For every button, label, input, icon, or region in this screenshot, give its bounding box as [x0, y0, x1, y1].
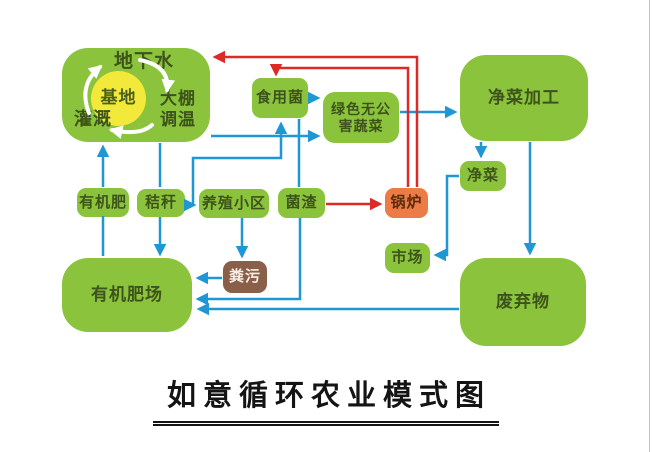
node-boiler: 锅炉 [385, 188, 428, 218]
base-circle-label: 基地 [100, 88, 137, 108]
node-manure: 粪污 [223, 261, 267, 293]
node-manure-label: 粪污 [228, 268, 261, 285]
node-straw-label: 秸秆 [144, 194, 177, 211]
node-clean-vegetables: 净菜 [460, 161, 506, 191]
node-fungi-residue: 菌渣 [278, 188, 325, 218]
node-market-label: 市场 [391, 249, 424, 266]
node-organic-fertilizer-label: 有机肥 [78, 193, 127, 211]
node-boiler-label: 锅炉 [390, 194, 423, 211]
node-organic-fertilizer-plant: 有机肥场 [62, 258, 192, 332]
node-base-cycle: 地下水 基地 大棚 调温 灌溉 [62, 48, 210, 142]
node-waste-label: 废弃物 [496, 291, 550, 311]
diagram-title: 如意循环农业模式图 [0, 372, 652, 426]
diagram-title-text: 如意循环农业模式图 [152, 372, 499, 426]
node-green-vegetables: 绿色无公 害蔬菜 [323, 92, 399, 143]
node-organic-fertilizer: 有机肥 [77, 188, 129, 217]
node-fungi-residue-label: 菌渣 [285, 194, 318, 211]
node-waste: 废弃物 [460, 258, 586, 346]
arrow-clean-vegetables-to-market [433, 174, 459, 262]
node-clean-veg-processing-label: 净菜加工 [488, 87, 560, 107]
node-edible-fungi-label: 食用菌 [255, 89, 304, 106]
node-market: 市场 [385, 243, 430, 273]
node-organic-fertilizer-plant-label: 有机肥场 [91, 284, 163, 304]
base-cycle-irrigation-label: 灌溉 [74, 109, 112, 129]
base-cycle-greenhouse-label: 大棚 调温 [160, 89, 196, 130]
node-clean-veg-processing: 净菜加工 [460, 55, 588, 141]
node-breeding-area-label: 养殖小区 [201, 194, 266, 212]
node-green-vegetables-label: 绿色无公 害蔬菜 [331, 100, 391, 134]
node-edible-fungi: 食用菌 [252, 78, 308, 118]
node-breeding-area: 养殖小区 [199, 189, 269, 218]
node-straw: 秸秆 [137, 189, 185, 217]
node-clean-vegetables-label: 净菜 [466, 167, 499, 184]
scan-edge-line [649, 0, 650, 452]
